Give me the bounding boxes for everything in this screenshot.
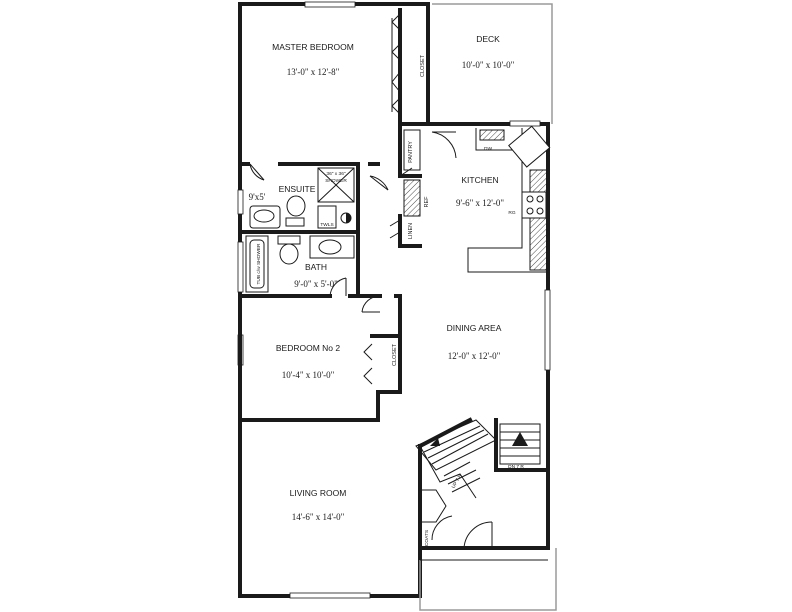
interior-walls bbox=[238, 8, 550, 550]
kitchen-fixtures bbox=[403, 125, 551, 273]
master-bedroom-name: MASTER BEDROOM bbox=[272, 42, 354, 52]
bath-name: BATH bbox=[305, 262, 327, 272]
fixture-labels: CLOSET CLOSET PANTRY REF LINEN DW RG 36"… bbox=[256, 54, 524, 546]
ensuite-dims: 9'x5' bbox=[249, 192, 266, 202]
master-bedroom-dims: 13'-0" x 12'-8" bbox=[287, 67, 340, 77]
dining-area-label: DINING AREA 12'-0" x 12'-0" bbox=[447, 323, 502, 361]
living-room-dims: 14'-6" x 14'-0" bbox=[292, 512, 345, 522]
tub-shower-label: TUB c/w SHOWER bbox=[256, 243, 262, 285]
stairs-down-label: DN 7 R bbox=[508, 464, 524, 470]
door-swings bbox=[249, 131, 493, 549]
stairs bbox=[415, 419, 541, 523]
dw-label: DW bbox=[484, 146, 492, 152]
living-room-label: LIVING ROOM 14'-6" x 14'-0" bbox=[290, 488, 347, 522]
dining-area-dims: 12'-0" x 12'-0" bbox=[448, 351, 501, 361]
deck-name: DECK bbox=[476, 34, 500, 44]
ensuite-fixtures bbox=[249, 167, 355, 229]
windows bbox=[237, 1, 551, 599]
bath-dims: 9'-0" x 5'-0" bbox=[294, 279, 338, 289]
shower-size-label: 36" x 36" bbox=[326, 171, 345, 177]
ref-label: REF bbox=[424, 196, 430, 208]
bath-fixtures bbox=[245, 235, 355, 293]
dining-area-name: DINING AREA bbox=[447, 323, 502, 333]
master-closet-label: CLOSET bbox=[420, 54, 426, 77]
bedroom-2-name: BEDROOM No 2 bbox=[276, 343, 341, 353]
kitchen-label: KITCHEN 9'-6" x 12'-0" bbox=[456, 175, 504, 208]
deck-outline bbox=[432, 3, 553, 124]
bedroom2-closet-label: CLOSET bbox=[392, 343, 398, 366]
kitchen-name: KITCHEN bbox=[461, 175, 498, 185]
rg-label: RG bbox=[508, 210, 515, 216]
front-porch bbox=[419, 548, 557, 611]
master-closet-bifold-doors bbox=[391, 13, 401, 115]
ensuite-name: ENSUITE bbox=[279, 184, 316, 194]
deck-dims: 10'-0" x 10'-0" bbox=[462, 60, 515, 70]
bath-label: BATH 9'-0" x 5'-0" bbox=[294, 262, 338, 289]
deck-label: DECK 10'-0" x 10'-0" bbox=[462, 34, 515, 70]
coats-label: COATS bbox=[424, 530, 430, 546]
kitchen-dims: 9'-6" x 12'-0" bbox=[456, 198, 504, 208]
towels-label: TWLS bbox=[320, 222, 333, 228]
pantry-label: PANTRY bbox=[408, 141, 414, 163]
bedroom-2-label: BEDROOM No 2 10'-4" x 10'-0" bbox=[276, 343, 341, 380]
exterior-walls bbox=[238, 2, 550, 598]
linen-label: LINEN bbox=[408, 223, 414, 239]
living-room-name: LIVING ROOM bbox=[290, 488, 347, 498]
bedroom-2-dims: 10'-4" x 10'-0" bbox=[282, 370, 335, 380]
ensuite-label: ENSUITE 9'x5' bbox=[249, 184, 316, 202]
shower-label: SHOWER bbox=[325, 178, 347, 184]
master-bedroom-label: MASTER BEDROOM 13'-0" x 12'-8" bbox=[272, 42, 354, 77]
